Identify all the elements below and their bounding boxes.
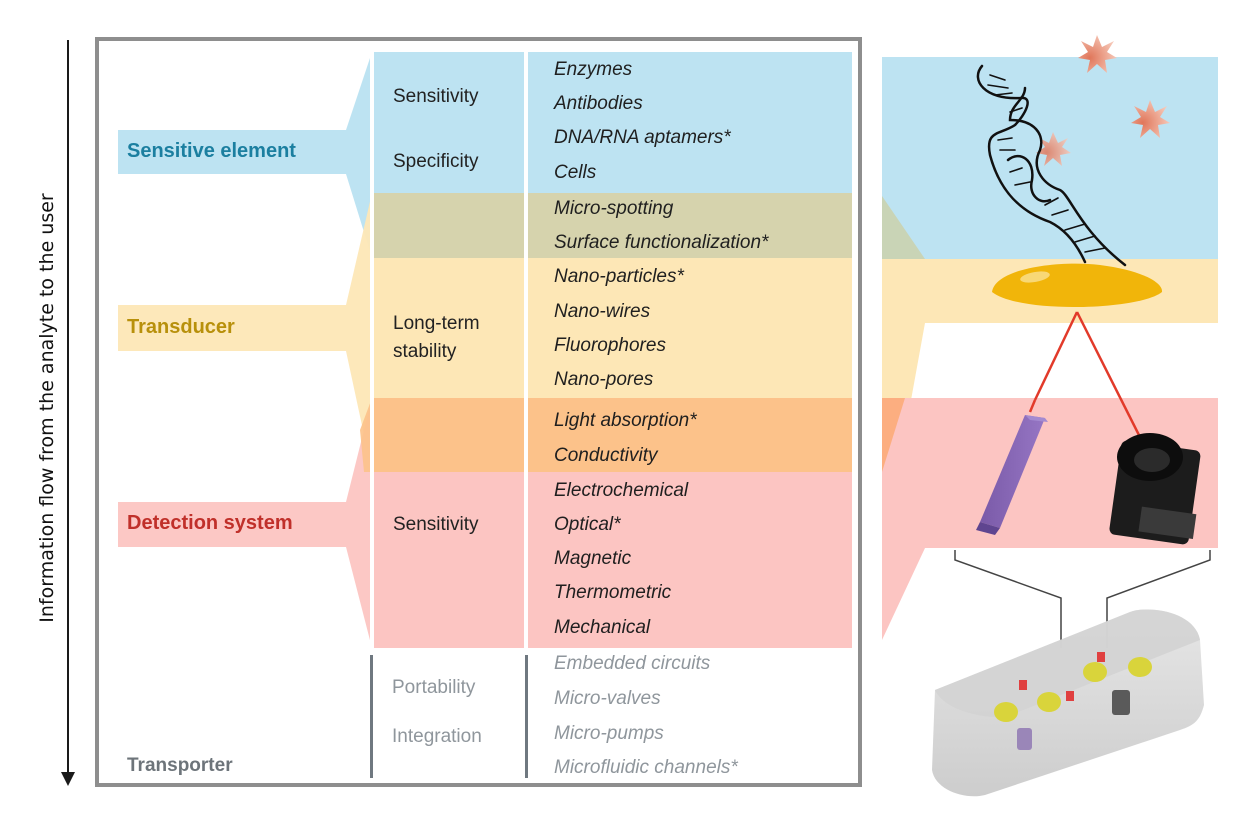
funnel-detection bbox=[118, 398, 372, 648]
arrow-down-icon bbox=[61, 772, 75, 786]
item-conductivity: Conductivity bbox=[554, 445, 658, 466]
item-antibodies: Antibodies bbox=[554, 93, 643, 114]
property-sensitivity: Sensitivity bbox=[393, 86, 479, 107]
item-enzymes: Enzymes bbox=[554, 59, 633, 80]
laser-line-left bbox=[1033, 311, 1079, 401]
analyte-star-icon bbox=[1078, 35, 1117, 73]
col-divider-1 bbox=[370, 52, 374, 648]
connector-line-left bbox=[954, 550, 1062, 648]
microfluidic-chip-icon bbox=[932, 609, 1204, 797]
item-microfluidic-channels: Microfluidic channels* bbox=[554, 757, 738, 778]
analyte-star-icon bbox=[1131, 100, 1170, 138]
property-long-term: Long-term bbox=[393, 313, 480, 334]
item-aptamers: DNA/RNA aptamers* bbox=[554, 127, 731, 148]
analyte-star-icon bbox=[1036, 132, 1071, 166]
nanoparticle-icon bbox=[992, 263, 1163, 308]
right-funnel-pink bbox=[882, 398, 925, 640]
laser-line-left-2 bbox=[1028, 399, 1037, 413]
item-magnetic: Magnetic bbox=[554, 548, 632, 569]
right-wedge-olive bbox=[882, 196, 925, 259]
funnel-transducer bbox=[118, 193, 372, 472]
laser-line-right bbox=[1075, 311, 1152, 458]
property-specificity: Specificity bbox=[393, 151, 479, 172]
item-embedded-circuits: Embedded circuits bbox=[554, 653, 711, 674]
item-micro-spotting: Micro-spotting bbox=[554, 198, 674, 219]
item-nano-pores: Nano-pores bbox=[554, 369, 654, 390]
item-micro-valves: Micro-valves bbox=[554, 688, 661, 709]
funnel-overlap-l2 bbox=[360, 398, 372, 472]
property-integration: Integration bbox=[392, 726, 482, 747]
category-detection-system: Detection system bbox=[127, 512, 293, 534]
band-sensitive bbox=[372, 52, 852, 193]
category-sensitive-element: Sensitive element bbox=[127, 140, 296, 162]
item-micro-pumps: Micro-pumps bbox=[554, 723, 664, 744]
item-light-absorption: Light absorption* bbox=[554, 410, 697, 431]
category-transporter: Transporter bbox=[127, 755, 233, 776]
item-nano-wires: Nano-wires bbox=[554, 301, 651, 322]
light-source-icon bbox=[976, 415, 1048, 535]
item-electrochemical: Electrochemical bbox=[554, 480, 689, 501]
dna-aptamer-icon bbox=[976, 64, 1127, 267]
diagram-frame bbox=[95, 37, 862, 787]
property-sensitivity-detection: Sensitivity bbox=[393, 514, 479, 535]
transporter-divider-2 bbox=[525, 655, 528, 778]
flow-arrow-line bbox=[67, 40, 69, 775]
right-wedge-orange bbox=[882, 398, 905, 472]
item-optical: Optical* bbox=[554, 514, 621, 535]
col-divider-2 bbox=[524, 52, 528, 648]
band-detection bbox=[372, 472, 852, 648]
item-nano-particles: Nano-particles* bbox=[554, 266, 684, 287]
funnel-sensitive bbox=[118, 52, 372, 258]
item-surface-functionalization: Surface functionalization* bbox=[554, 232, 769, 253]
band-transducer bbox=[372, 258, 852, 398]
item-mechanical: Mechanical bbox=[554, 617, 651, 638]
item-thermometric: Thermometric bbox=[554, 582, 672, 603]
property-portability: Portability bbox=[392, 677, 476, 698]
transporter-divider-1 bbox=[370, 655, 373, 778]
item-fluorophores: Fluorophores bbox=[554, 335, 666, 356]
item-cells: Cells bbox=[554, 162, 597, 183]
camera-icon bbox=[1109, 433, 1201, 545]
band-overlap-tr-ds bbox=[372, 398, 852, 472]
category-transducer: Transducer bbox=[127, 316, 235, 338]
band-overlap-se-tr bbox=[372, 193, 852, 258]
property-stability: stability bbox=[393, 341, 457, 362]
